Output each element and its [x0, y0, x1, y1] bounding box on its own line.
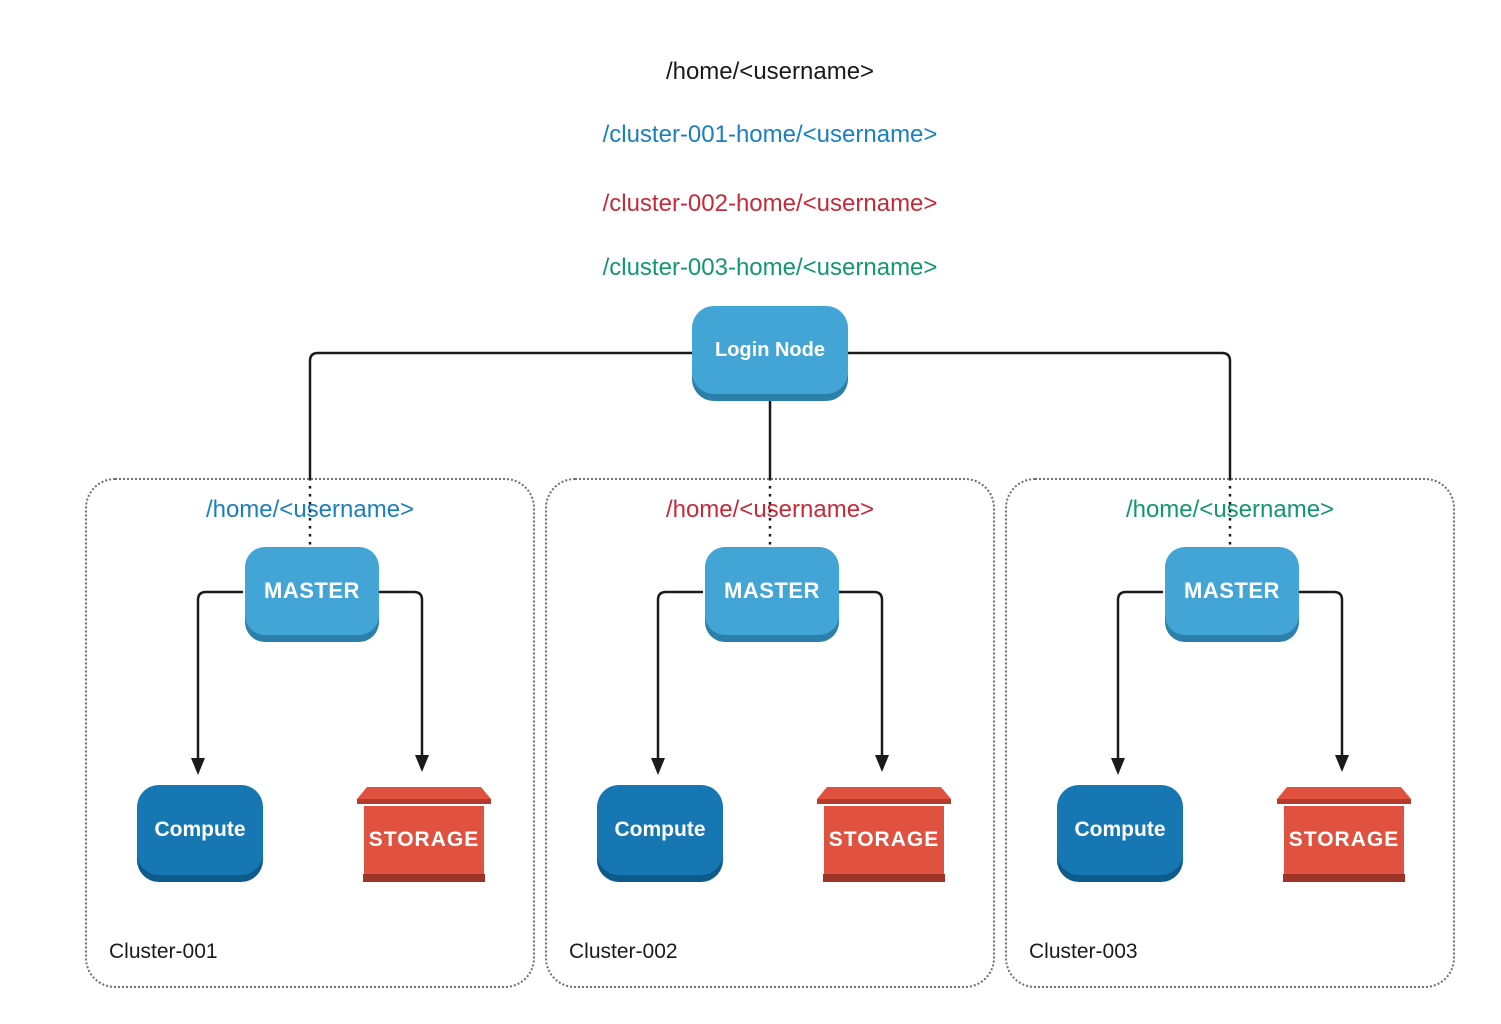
arrowhead-storage-3: [1335, 755, 1349, 772]
cluster-001-master-node: MASTER: [245, 547, 379, 635]
cluster-001-name-label: Cluster-001: [109, 940, 218, 963]
cluster-001-compute-node: Compute: [137, 785, 263, 875]
master-to-storage-arm-1: [377, 590, 424, 756]
login-node: Login Node: [692, 306, 848, 394]
cluster-002-container: /home/<username> MASTER Compute STORAGE …: [545, 478, 995, 988]
path-label-cluster-003: /cluster-003-home/<username>: [602, 254, 938, 281]
arrowhead-storage-1: [415, 755, 429, 772]
storage-lid-edge: [1277, 799, 1411, 804]
cluster-001-container: /home/<username> MASTER Compute STORAGE …: [85, 478, 535, 988]
path-label-cluster-001: /cluster-001-home/<username>: [602, 121, 938, 148]
storage-body: STORAGE: [1284, 806, 1404, 874]
storage-body: STORAGE: [364, 806, 484, 874]
storage-lid: [817, 787, 951, 799]
arrowhead-storage-2: [875, 755, 889, 772]
cluster-002-storage-node: STORAGE: [817, 787, 951, 882]
cluster-003-compute-node: Compute: [1057, 785, 1183, 875]
master-to-storage-arm-2: [837, 590, 884, 756]
storage-body: STORAGE: [824, 806, 944, 874]
storage-lid-edge: [817, 799, 951, 804]
cluster-003-storage-node: STORAGE: [1277, 787, 1411, 882]
cluster-003-name-label: Cluster-003: [1029, 940, 1138, 963]
cluster-002-compute-node: Compute: [597, 785, 723, 875]
cluster-002-master-node: MASTER: [705, 547, 839, 635]
cluster-002-name-label: Cluster-002: [569, 940, 678, 963]
master-to-storage-arm-3: [1297, 590, 1344, 756]
master-to-compute-arm-2: [656, 590, 703, 759]
storage-lid-edge: [357, 799, 491, 804]
cluster-003-home-path: /home/<username>: [1125, 496, 1335, 523]
master-to-compute-arm-1: [196, 590, 243, 759]
arrowhead-compute-1: [191, 758, 205, 775]
cluster-001-home-path: /home/<username>: [205, 496, 415, 523]
cluster-002-home-path: /home/<username>: [665, 496, 875, 523]
storage-lid: [357, 787, 491, 799]
master-to-compute-arm-3: [1116, 590, 1163, 759]
storage-base: [823, 874, 945, 882]
cluster-001-storage-node: STORAGE: [357, 787, 491, 882]
path-label-root: /home/<username>: [665, 58, 875, 85]
cluster-003-container: /home/<username> MASTER Compute STORAGE …: [1005, 478, 1455, 988]
storage-base: [363, 874, 485, 882]
arrowhead-compute-2: [651, 758, 665, 775]
storage-lid: [1277, 787, 1411, 799]
cluster-003-master-node: MASTER: [1165, 547, 1299, 635]
path-label-cluster-002: /cluster-002-home/<username>: [602, 190, 938, 217]
storage-base: [1283, 874, 1405, 882]
arrowhead-compute-3: [1111, 758, 1125, 775]
